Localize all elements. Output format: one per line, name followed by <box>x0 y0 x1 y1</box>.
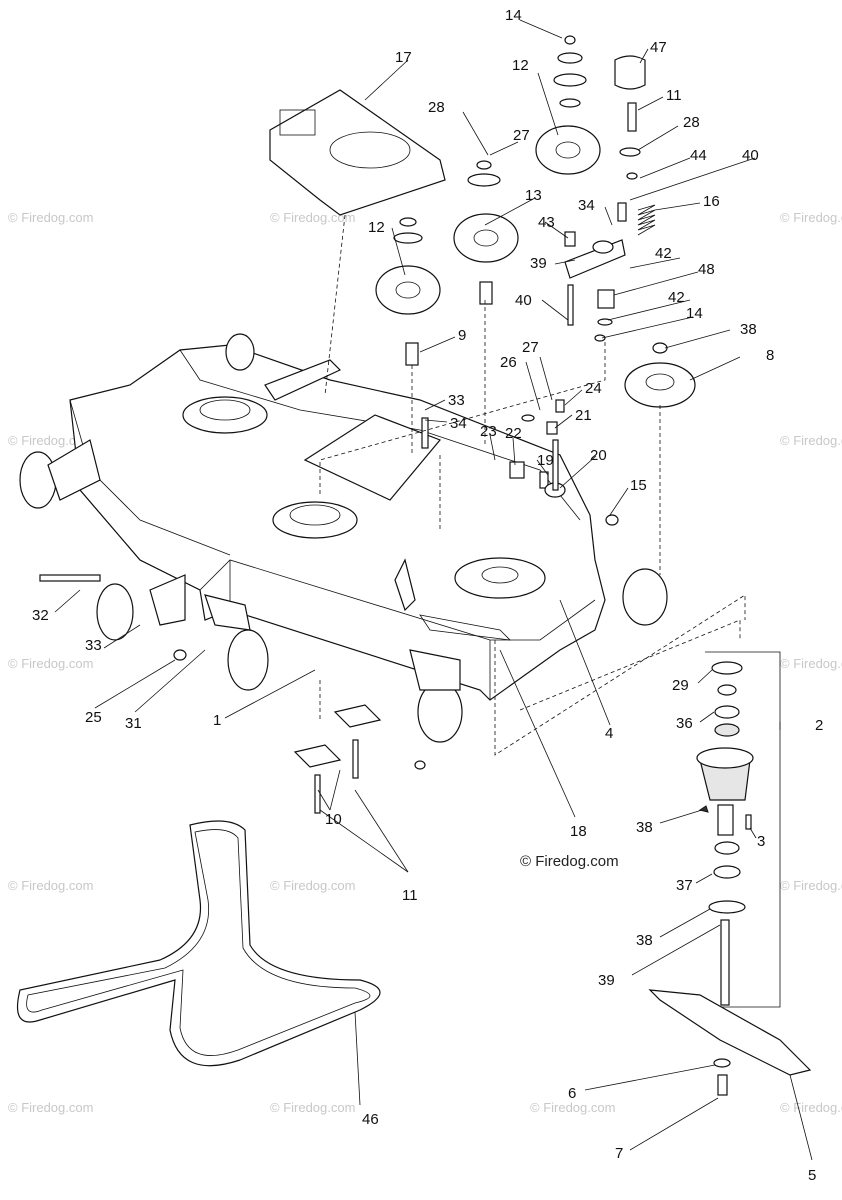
callout-24: 25 <box>85 709 102 726</box>
callout-7: 7 <box>615 1145 623 1162</box>
callout-31: 33 <box>85 637 102 654</box>
watermark: © Firedog.com <box>270 1100 355 1115</box>
watermark: © Firedog.com <box>530 1100 615 1115</box>
callout-26: 27 <box>522 339 539 356</box>
watermarks: © Firedog.com © Firedog.com © Firedog.co… <box>8 210 842 1115</box>
watermark: © Firedog.com <box>8 433 93 448</box>
callout-33: 34 <box>578 197 595 214</box>
watermark: © Firedog.com <box>780 1100 842 1115</box>
callout-5: 5 <box>808 1167 816 1184</box>
watermark: © Firedog.com <box>8 878 93 893</box>
callout-44: 43 <box>538 214 555 231</box>
callout-33: 34 <box>450 415 467 432</box>
watermark: © Firedog.com <box>270 210 355 225</box>
callout-24: 24 <box>585 380 602 397</box>
shims-and-pins <box>293 704 382 814</box>
callout-22: 22 <box>505 425 522 442</box>
drive-belt <box>16 820 381 1067</box>
callout-42: 42 <box>655 245 672 262</box>
watermark: © Firedog.com <box>270 878 355 893</box>
callout-12: 12 <box>512 57 529 74</box>
callout-15: 15 <box>630 477 647 494</box>
watermark: © Firedog.com <box>780 656 842 671</box>
callout-39: 39 <box>530 255 547 272</box>
callout-43: 42 <box>668 289 685 306</box>
callout-29: 31 <box>125 715 142 732</box>
callout-1: 1 <box>213 712 221 729</box>
callout-11: 11 <box>402 887 418 904</box>
mower-deck <box>69 344 606 701</box>
callout-6: 6 <box>568 1085 576 1102</box>
callout-34: 36 <box>676 715 693 732</box>
callout-27: 27 <box>513 127 530 144</box>
callout-37: 38 <box>636 819 653 836</box>
watermark: © Firedog.com <box>780 433 842 448</box>
callout-27: 28 <box>683 114 700 131</box>
idler-pulleys <box>375 35 696 408</box>
blade <box>648 989 812 1096</box>
callout-30: 32 <box>32 607 49 624</box>
callout-47: 47 <box>650 39 667 56</box>
callout-18: 18 <box>570 823 587 840</box>
callout-14: 14 <box>686 305 703 322</box>
callout-23: 23 <box>480 423 497 440</box>
callout-42: 40 <box>742 147 759 164</box>
callout-21: 21 <box>575 407 592 424</box>
callout-28: 29 <box>672 677 689 694</box>
callout-25: 26 <box>500 354 517 371</box>
callout-45: 44 <box>690 147 707 164</box>
leader-lines <box>54 19 813 1161</box>
belt-cover <box>269 89 446 216</box>
watermark: © Firedog.com <box>8 656 93 671</box>
copyright-label: © Firedog.com <box>520 853 619 870</box>
callout-38: 38 <box>740 321 757 338</box>
callouts: 14 47 12 17 11 28 27 28 44 40 13 16 34 1… <box>32 7 823 1184</box>
watermark: © Firedog.com <box>780 878 842 893</box>
callout-48: 48 <box>698 261 715 278</box>
callout-11: 11 <box>666 87 682 104</box>
callout-36: 38 <box>636 932 653 949</box>
callout-12: 12 <box>368 219 385 236</box>
spindle-assembly <box>696 651 781 1008</box>
callout-2: 2 <box>815 717 823 734</box>
callout-40: 40 <box>515 292 532 309</box>
center-hardware <box>39 399 619 770</box>
callout-3: 3 <box>757 833 765 850</box>
callout-17: 17 <box>395 49 412 66</box>
callout-16: 16 <box>703 193 720 210</box>
watermark: © Firedog.com <box>8 1100 93 1115</box>
callout-46: 46 <box>362 1111 379 1128</box>
callout-9: 9 <box>458 327 466 344</box>
watermark: © Firedog.com <box>780 210 842 225</box>
assembly-lines <box>319 214 746 756</box>
callout-20: 20 <box>590 447 607 464</box>
callout-10: 10 <box>325 811 342 828</box>
tensioner-assembly <box>564 55 668 354</box>
callout-34: 37 <box>676 877 693 894</box>
callout-19: 19 <box>537 452 554 469</box>
watermark: © Firedog.com <box>8 210 93 225</box>
callout-32: 33 <box>448 392 465 409</box>
callout-13: 13 <box>525 187 542 204</box>
callout-4: 4 <box>605 725 613 742</box>
anti-scalp-wheels <box>19 333 668 743</box>
callout-28: 28 <box>428 99 445 116</box>
callout-38: 39 <box>598 972 615 989</box>
callout-8: 8 <box>766 347 774 364</box>
callout-14: 14 <box>505 7 522 24</box>
